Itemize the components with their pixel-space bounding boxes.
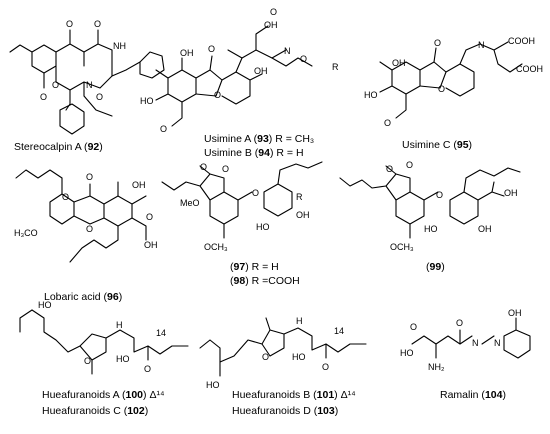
atom-ho: HO (424, 224, 438, 234)
atom-oh: OH (132, 180, 146, 190)
atom-ho: HO (292, 352, 306, 362)
atom-oh: OH (392, 58, 406, 68)
atom-o: O (208, 44, 215, 54)
caption-ramalin: Ramalin (104) (440, 389, 506, 401)
atom-c14: 14 (156, 328, 166, 338)
atom-oh: OH (478, 224, 492, 234)
structure-hueafuranoids-ac (19, 309, 189, 375)
atom-ho: HO (116, 354, 130, 364)
atom-och3: OCH₃ (204, 242, 228, 252)
atom-o: O (214, 90, 221, 100)
atom-o: O (94, 19, 101, 29)
atom-o: O (86, 224, 93, 234)
atom-ho: HO (140, 96, 154, 106)
atom-o: O (40, 92, 47, 102)
caption-lobaric-acid: Lobaric acid (96) (44, 291, 122, 303)
atom-oh: OH (254, 66, 268, 76)
atom-o: O (200, 162, 207, 172)
atom-oh: OH (296, 210, 310, 220)
atom-o: O (300, 54, 307, 64)
atom-o: O (252, 188, 259, 198)
atom-n: N (284, 46, 291, 56)
atom-h3co: H₃CO (14, 228, 38, 238)
atom-meo: MeO (180, 198, 200, 208)
atom-oh: OH (144, 240, 158, 250)
caption-97: (97) R = H (230, 261, 279, 273)
atom-o: O (438, 84, 445, 94)
atom-r: R (332, 62, 339, 72)
caption-hueafuranoid-a: Hueafuranoids A (100) Δ¹⁴ (42, 389, 164, 401)
atom-o: O (84, 356, 91, 366)
structure-99 (339, 165, 521, 239)
structure-hueafuranoids-bd (199, 317, 367, 377)
atom-oh: OH (504, 188, 518, 198)
atom-hn: H (116, 320, 123, 330)
atom-ho: HO (364, 90, 378, 100)
atom-o: O (386, 164, 393, 174)
atom-oh: OH (180, 48, 194, 58)
atom-oh: OH (264, 20, 278, 30)
atom-o: O (322, 362, 329, 372)
atom-nh2: NH₂ (428, 362, 445, 372)
atom-hn: H (296, 316, 303, 326)
structure-usimine-ab (155, 25, 313, 127)
atom-o: O (456, 318, 463, 328)
atom-o: O (410, 322, 417, 332)
structure-stereocalpin-a (9, 29, 165, 135)
atom-o: O (62, 192, 69, 202)
atom-o: O (52, 80, 59, 90)
atom-nh: NH (113, 41, 126, 51)
atom-cooh: COOH (508, 36, 535, 46)
atom-r: R (296, 192, 303, 202)
caption-usimine-c: Usimine C (95) (402, 139, 472, 151)
caption-99: (99) (426, 261, 445, 273)
atom-o: O (262, 352, 269, 362)
atom-o: O (222, 164, 229, 174)
structure-lobaric-acid (15, 169, 147, 263)
atom-o: O (160, 124, 167, 134)
structure-ramalin (411, 317, 531, 359)
atom-o: O (434, 38, 441, 48)
atom-o: O (270, 7, 277, 17)
structure-usimine-c (379, 41, 523, 119)
atom-o: O (436, 190, 443, 200)
caption-stereocalpin-a: Stereocalpin A (92) (14, 141, 103, 153)
caption-hueafuranoid-b: Hueafuranoids B (101) Δ¹⁴ (232, 389, 356, 401)
caption-usimine-b: Usimine B (94) R = H (204, 147, 304, 159)
atom-n: N (472, 338, 479, 348)
atom-o: O (144, 364, 151, 374)
atom-o: O (406, 160, 413, 170)
atom-oh: OH (508, 308, 522, 318)
atom-n: N (478, 40, 485, 50)
atom-ho: HO (206, 380, 220, 390)
atom-n: N (86, 80, 93, 90)
atom-cooh: COOH (516, 64, 543, 74)
atom-o: O (146, 212, 153, 222)
atom-ho: HO (256, 222, 270, 232)
atom-ho: HO (38, 300, 52, 310)
atom-o: O (384, 118, 391, 128)
caption-hueafuranoid-c: Hueafuranoids C (102) (42, 405, 148, 417)
atom-o: O (96, 92, 103, 102)
atom-ho: HO (400, 348, 414, 358)
structure-97-98 (161, 161, 323, 239)
caption-hueafuranoid-d: Hueafuranoids D (103) (232, 405, 338, 417)
atom-n: N (494, 338, 501, 348)
caption-98: (98) R =COOH (230, 275, 300, 287)
atom-o: O (66, 19, 73, 29)
atom-och3: OCH₃ (390, 242, 414, 252)
atom-c14: 14 (334, 326, 344, 336)
atom-o: O (86, 172, 93, 182)
caption-usimine-a: Usimine A (93) R = CH₃ (204, 133, 314, 145)
